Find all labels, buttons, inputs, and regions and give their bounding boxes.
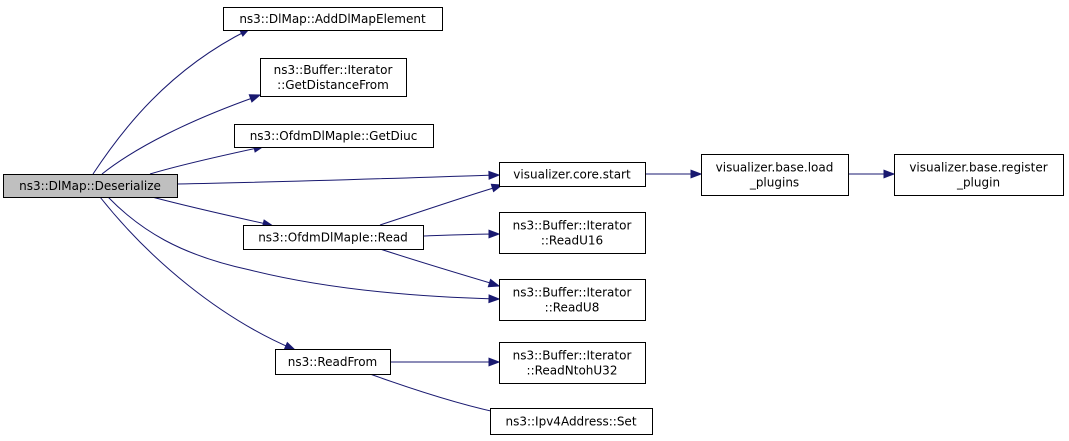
node-label: ns3::Ipv4Address::Set: [505, 415, 636, 429]
arrowhead-icon: [488, 170, 501, 180]
edge-vis-load-plugins-to-vis-register-plugin: [848, 169, 896, 179]
node-vis-core-start[interactable]: visualizer.core.start: [499, 162, 646, 187]
edge-deserialize-to-readu8: [107, 196, 501, 304]
node-box[interactable]: [243, 225, 424, 250]
node-label: ns3::OfdmDlMapIe::GetDiuc: [250, 129, 418, 143]
arrowhead-icon: [248, 94, 262, 103]
arrowhead-icon: [883, 169, 896, 179]
node-label: visualizer.base.load: [716, 161, 834, 175]
arrowhead-icon: [488, 229, 501, 239]
node-label: ns3::Buffer::Iterator: [513, 219, 632, 233]
node-label: ns3::OfdmDlMapIe::Read: [258, 231, 408, 245]
edge-line: [99, 196, 294, 350]
node-label: ns3::DlMap::AddDlMapElement: [239, 12, 426, 26]
node-box[interactable]: [499, 212, 646, 254]
node-label: ns3::DlMap::Deserialize: [19, 179, 161, 193]
nodes-layer: ns3::DlMap::Deserialize ns3::DlMap::AddDl…: [3, 7, 1064, 435]
node-label: ns3::ReadFrom: [288, 355, 377, 369]
edge-deserialize-to-getdiuc: [149, 143, 266, 175]
edge-line: [92, 29, 249, 175]
node-box[interactable]: [275, 349, 391, 375]
node-label: ::ReadU16: [541, 234, 603, 248]
edge-line: [422, 233, 498, 237]
node-readntohu32[interactable]: ns3::Buffer::Iterator::ReadNtohU32: [499, 342, 646, 384]
edge-deserialize-to-vis-core-start: [176, 170, 501, 185]
edge-line: [101, 95, 259, 175]
node-vis-load-plugins[interactable]: visualizer.base.load_plugins: [701, 154, 849, 196]
node-label: _plugin: [956, 176, 1000, 190]
node-box[interactable]: [490, 408, 653, 435]
edge-line: [379, 248, 498, 286]
arrowhead-icon: [488, 357, 501, 367]
edge-line: [149, 146, 263, 175]
edge-line: [379, 185, 501, 226]
edges-layer: [92, 27, 896, 419]
node-label: ::ReadNtohU32: [527, 364, 618, 378]
edge-line: [107, 196, 498, 300]
edge-ofdm-read-to-readu8: [379, 248, 501, 288]
node-box[interactable]: [499, 279, 646, 321]
node-vis-register-plugin[interactable]: visualizer.base.register_plugin: [894, 154, 1064, 196]
node-label: ns3::Buffer::Iterator: [513, 349, 632, 363]
edge-deserialize-to-getdistancefrom: [101, 94, 262, 175]
node-box[interactable]: [894, 154, 1064, 196]
node-readu8[interactable]: ns3::Buffer::Iterator::ReadU8: [499, 279, 646, 321]
node-getdiuc[interactable]: ns3::OfdmDlMapIe::GetDiuc: [234, 124, 434, 148]
node-ipv4-set[interactable]: ns3::Ipv4Address::Set: [490, 408, 653, 435]
node-label: ::ReadU8: [545, 301, 600, 315]
edge-ofdm-read-to-vis-core-start: [379, 183, 504, 226]
node-adddlmapelement[interactable]: ns3::DlMap::AddDlMapElement: [223, 7, 443, 31]
node-label: visualizer.core.start: [513, 168, 631, 182]
arrowhead-icon: [283, 341, 297, 351]
edge-vis-core-start-to-vis-load-plugins: [645, 169, 703, 179]
node-readu16[interactable]: ns3::Buffer::Iterator::ReadU16: [499, 212, 646, 254]
node-label: ns3::Buffer::Iterator: [513, 286, 632, 300]
arrowhead-icon: [488, 294, 501, 304]
node-getdistancefrom[interactable]: ns3::Buffer::Iterator::GetDistanceFrom: [260, 58, 407, 97]
edge-deserialize-to-ofdm-read: [151, 196, 275, 229]
edge-readfrom-to-readntohu32: [390, 357, 501, 367]
node-ofdm-read[interactable]: ns3::OfdmDlMapIe::Read: [243, 225, 424, 250]
node-box[interactable]: [234, 124, 434, 148]
node-box[interactable]: [701, 154, 849, 196]
node-box[interactable]: [3, 174, 178, 198]
node-box[interactable]: [499, 342, 646, 384]
node-label: ns3::Buffer::Iterator: [274, 63, 393, 77]
arrowhead-icon: [690, 169, 703, 179]
node-box[interactable]: [223, 7, 443, 31]
node-readfrom[interactable]: ns3::ReadFrom: [275, 349, 391, 375]
edge-deserialize-to-readfrom: [99, 196, 297, 351]
node-label: ::GetDistanceFrom: [277, 78, 389, 92]
node-label: visualizer.base.register: [909, 161, 1047, 175]
edge-line: [176, 174, 498, 185]
node-box[interactable]: [499, 162, 646, 187]
edge-line: [151, 196, 272, 226]
node-label: _plugins: [749, 176, 799, 190]
edge-deserialize-to-adddlmapelement: [92, 27, 252, 175]
node-deserialize[interactable]: ns3::DlMap::Deserialize: [3, 174, 178, 198]
arrowhead-icon: [487, 278, 501, 288]
edge-ofdm-read-to-readu16: [422, 229, 501, 239]
node-box[interactable]: [260, 58, 407, 97]
